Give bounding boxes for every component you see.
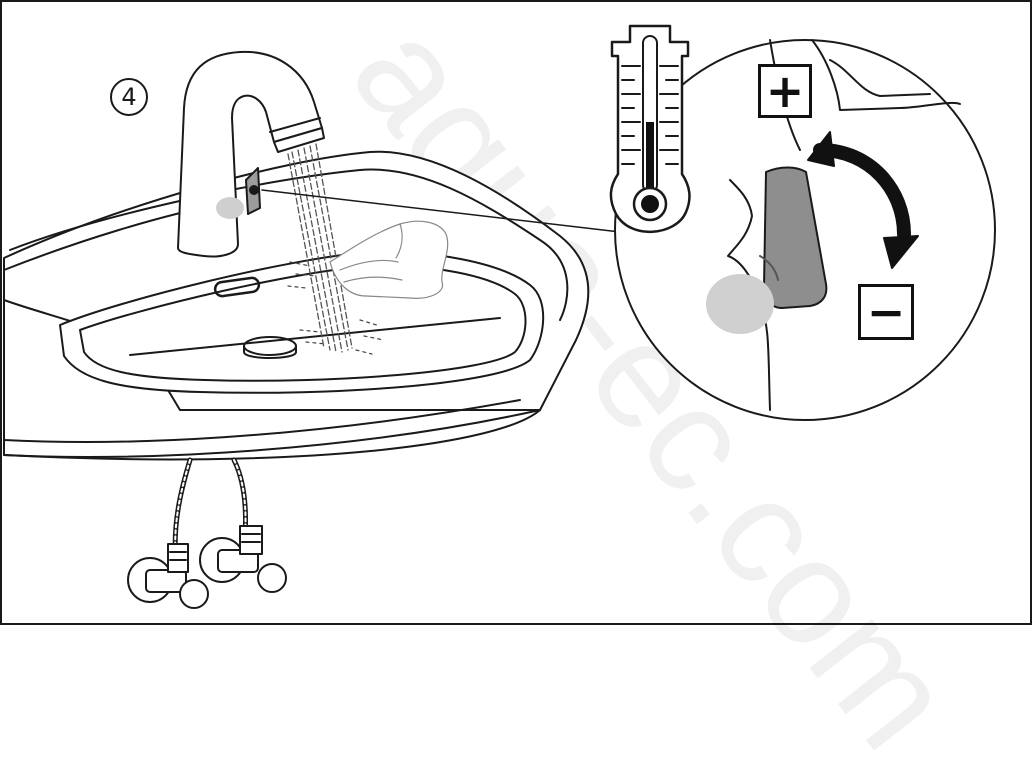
thermometer-icon [609, 24, 691, 234]
decrease-temperature-sign: − [858, 284, 914, 340]
water-splash [287, 261, 385, 355]
water-stream [287, 143, 353, 353]
hand-icon [329, 220, 449, 299]
step-number-badge: 4 [110, 78, 148, 116]
installation-illustration [3, 24, 996, 609]
callout-line [261, 189, 621, 233]
rotation-arrow-icon [807, 131, 919, 269]
valve-icon [127, 525, 287, 609]
increase-temperature-sign: + [758, 64, 812, 118]
faucet-icon [177, 50, 325, 258]
